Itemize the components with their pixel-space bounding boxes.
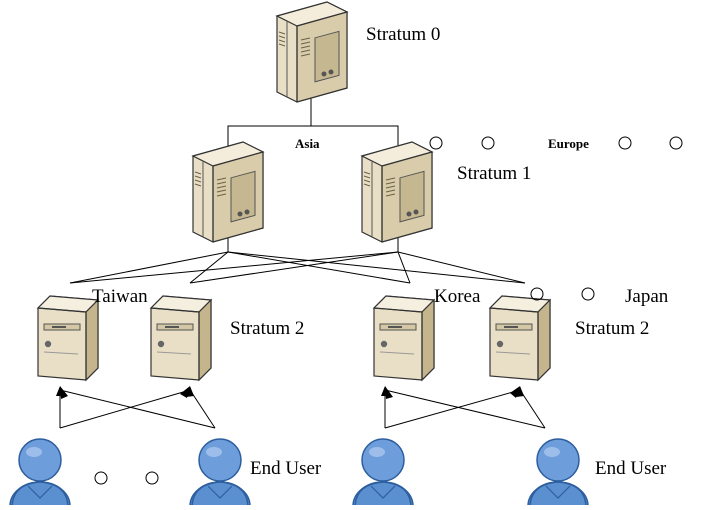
stratum2-right-label: Stratum 2 (575, 318, 650, 339)
user-arrows (59, 389, 546, 429)
stratum0-label: Stratum 0 (366, 24, 441, 45)
end-user-icon (9, 438, 71, 510)
asia-label: Asia (295, 136, 320, 151)
korea-label: Korea (434, 286, 481, 307)
stratum2-left-label: Stratum 2 (230, 318, 305, 339)
end-user-icon (189, 438, 251, 510)
stratum2-taiwan-server-b-icon (150, 295, 212, 381)
arrow-heads (56, 386, 524, 399)
end-user-right-label: End User (595, 458, 667, 479)
stratum2-taiwan-server-a-icon (37, 295, 99, 381)
ellipsis-dots (94, 136, 683, 485)
stratum2-japan-server-icon (489, 295, 551, 381)
stratum0-server-icon (276, 1, 348, 103)
end-user-left-label: End User (250, 458, 322, 479)
japan-label: Japan (625, 286, 669, 307)
stratum2-korea-server-icon (373, 295, 435, 381)
stratum1-asia-server-icon (192, 141, 264, 243)
europe-label: Europe (548, 136, 589, 151)
connection-lines (69, 98, 526, 284)
stratum1-europe-server-icon (361, 141, 433, 243)
end-user-icon (352, 438, 414, 510)
taiwan-label: Taiwan (92, 286, 148, 307)
end-user-icon (527, 438, 589, 510)
stratum1-label: Stratum 1 (457, 163, 532, 184)
